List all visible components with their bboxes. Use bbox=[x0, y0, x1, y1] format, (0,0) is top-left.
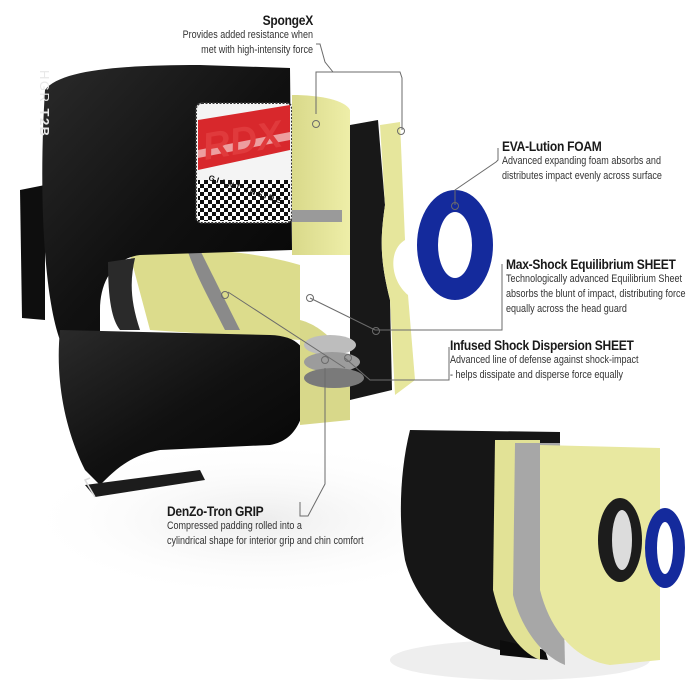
shock-sheet-ring-3 bbox=[304, 368, 364, 388]
brand-badge: RDX GIANT INSIDE bbox=[195, 102, 293, 224]
chin-strap-edge bbox=[83, 477, 96, 498]
callout-desc-line: distributes impact evenly across surface bbox=[502, 170, 662, 182]
callout-title: EVA-Lution FOAM bbox=[502, 138, 602, 154]
callout-desc-line: cylindrical shape for interior grip and … bbox=[167, 535, 364, 547]
callout-desc-line: absorbs the blunt of impact, distributin… bbox=[506, 288, 686, 300]
callout-title: Max-Shock Equilibrium SHEET bbox=[506, 256, 676, 272]
main-headguard: RDX GIANT INSIDE bbox=[20, 65, 493, 498]
callout-desc-line: Advanced line of defense against shock-i… bbox=[450, 354, 639, 366]
callout-desc-line: equally across the head guard bbox=[506, 303, 627, 315]
exploded-eva-ring-hole bbox=[657, 522, 673, 574]
leader-infused bbox=[344, 347, 450, 381]
exploded-foam-hole-inner bbox=[612, 510, 632, 570]
eva-foam-ring-hole bbox=[438, 212, 472, 278]
leader-lines bbox=[221, 43, 503, 517]
face-opening-shadow bbox=[108, 258, 140, 330]
callout-desc-line: Technologically advanced Equilibrium She… bbox=[506, 273, 683, 285]
callout-title: DenZo-Tron GRIP bbox=[167, 503, 264, 519]
callout-max-shock-equilibrium-sheet: Max-Shock Equilibrium SHEET Technologica… bbox=[506, 256, 700, 317]
shell-chin bbox=[58, 330, 309, 485]
callout-desc-line: Compressed padding rolled into a bbox=[167, 520, 302, 532]
inner-gray-band bbox=[188, 250, 240, 330]
model-prefix: HGR bbox=[37, 70, 52, 104]
exploded-layers-view bbox=[390, 430, 685, 680]
bracket-spongex bbox=[315, 71, 403, 130]
callout-eva-lution-foam: EVA-Lution FOAM Advanced expanding foam … bbox=[502, 138, 697, 184]
spongex-foam-block bbox=[292, 95, 350, 255]
yellow-foam-outer-layer bbox=[380, 122, 415, 395]
callout-title: SpongeX bbox=[262, 12, 314, 28]
callout-desc-line: Advanced expanding foam absorbs and bbox=[502, 155, 661, 167]
callout-spongex: SpongeX Provides added resistance when m… bbox=[154, 12, 314, 58]
model-code: T2B bbox=[37, 108, 52, 138]
callout-desc-line: Provides added resistance when bbox=[182, 29, 313, 41]
callout-desc-line: - helps dissipate and disperse force equ… bbox=[450, 369, 623, 381]
back-strap bbox=[20, 185, 45, 320]
callout-title: Infused Shock Dispersion SHEET bbox=[450, 337, 634, 353]
shock-sheet-ring-1 bbox=[304, 335, 356, 355]
gray-sheet-top bbox=[292, 210, 342, 222]
callout-desc-line: met with high-intensity force bbox=[201, 44, 313, 56]
chin-strap bbox=[85, 470, 205, 497]
leader-eva bbox=[454, 148, 499, 205]
leader-denzo bbox=[299, 368, 326, 517]
callout-infused-shock-dispersion-sheet: Infused Shock Dispersion SHEET Advanced … bbox=[450, 337, 680, 383]
leader-spongex bbox=[316, 43, 334, 73]
callout-denzo-tron-grip: DenZo-Tron GRIP Compressed padding rolle… bbox=[167, 503, 407, 549]
leader-max-shock bbox=[309, 264, 503, 331]
shock-sheet-ring-2 bbox=[304, 352, 360, 372]
model-label: HGR T2B bbox=[37, 70, 52, 138]
